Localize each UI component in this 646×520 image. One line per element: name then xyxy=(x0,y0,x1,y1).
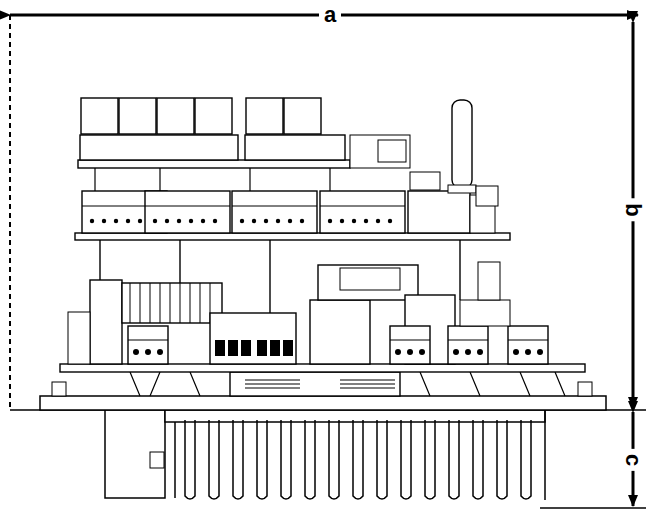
dimension-label: a xyxy=(319,3,341,27)
dimension-label: b xyxy=(621,198,645,221)
dimension-label: c xyxy=(621,449,645,471)
